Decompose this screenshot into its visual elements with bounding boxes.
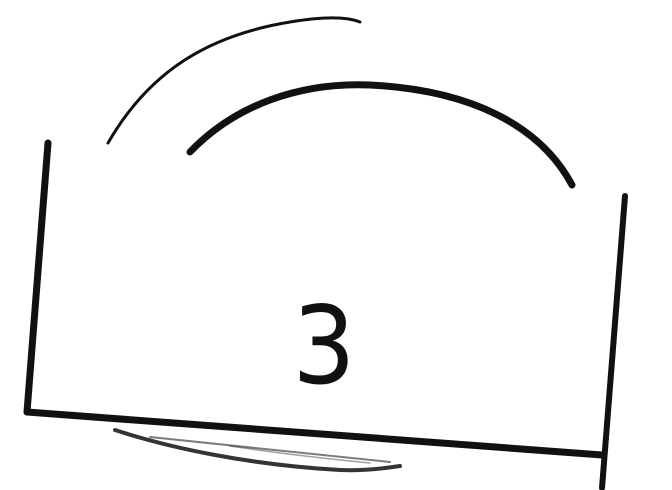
box-bottom-edge — [27, 412, 602, 455]
box-left-edge — [27, 143, 48, 412]
box-right-edge — [602, 196, 625, 488]
box-number-label: 3 — [287, 292, 361, 402]
inner-arc-stroke — [190, 85, 572, 185]
outer-arc-stroke — [108, 18, 360, 143]
